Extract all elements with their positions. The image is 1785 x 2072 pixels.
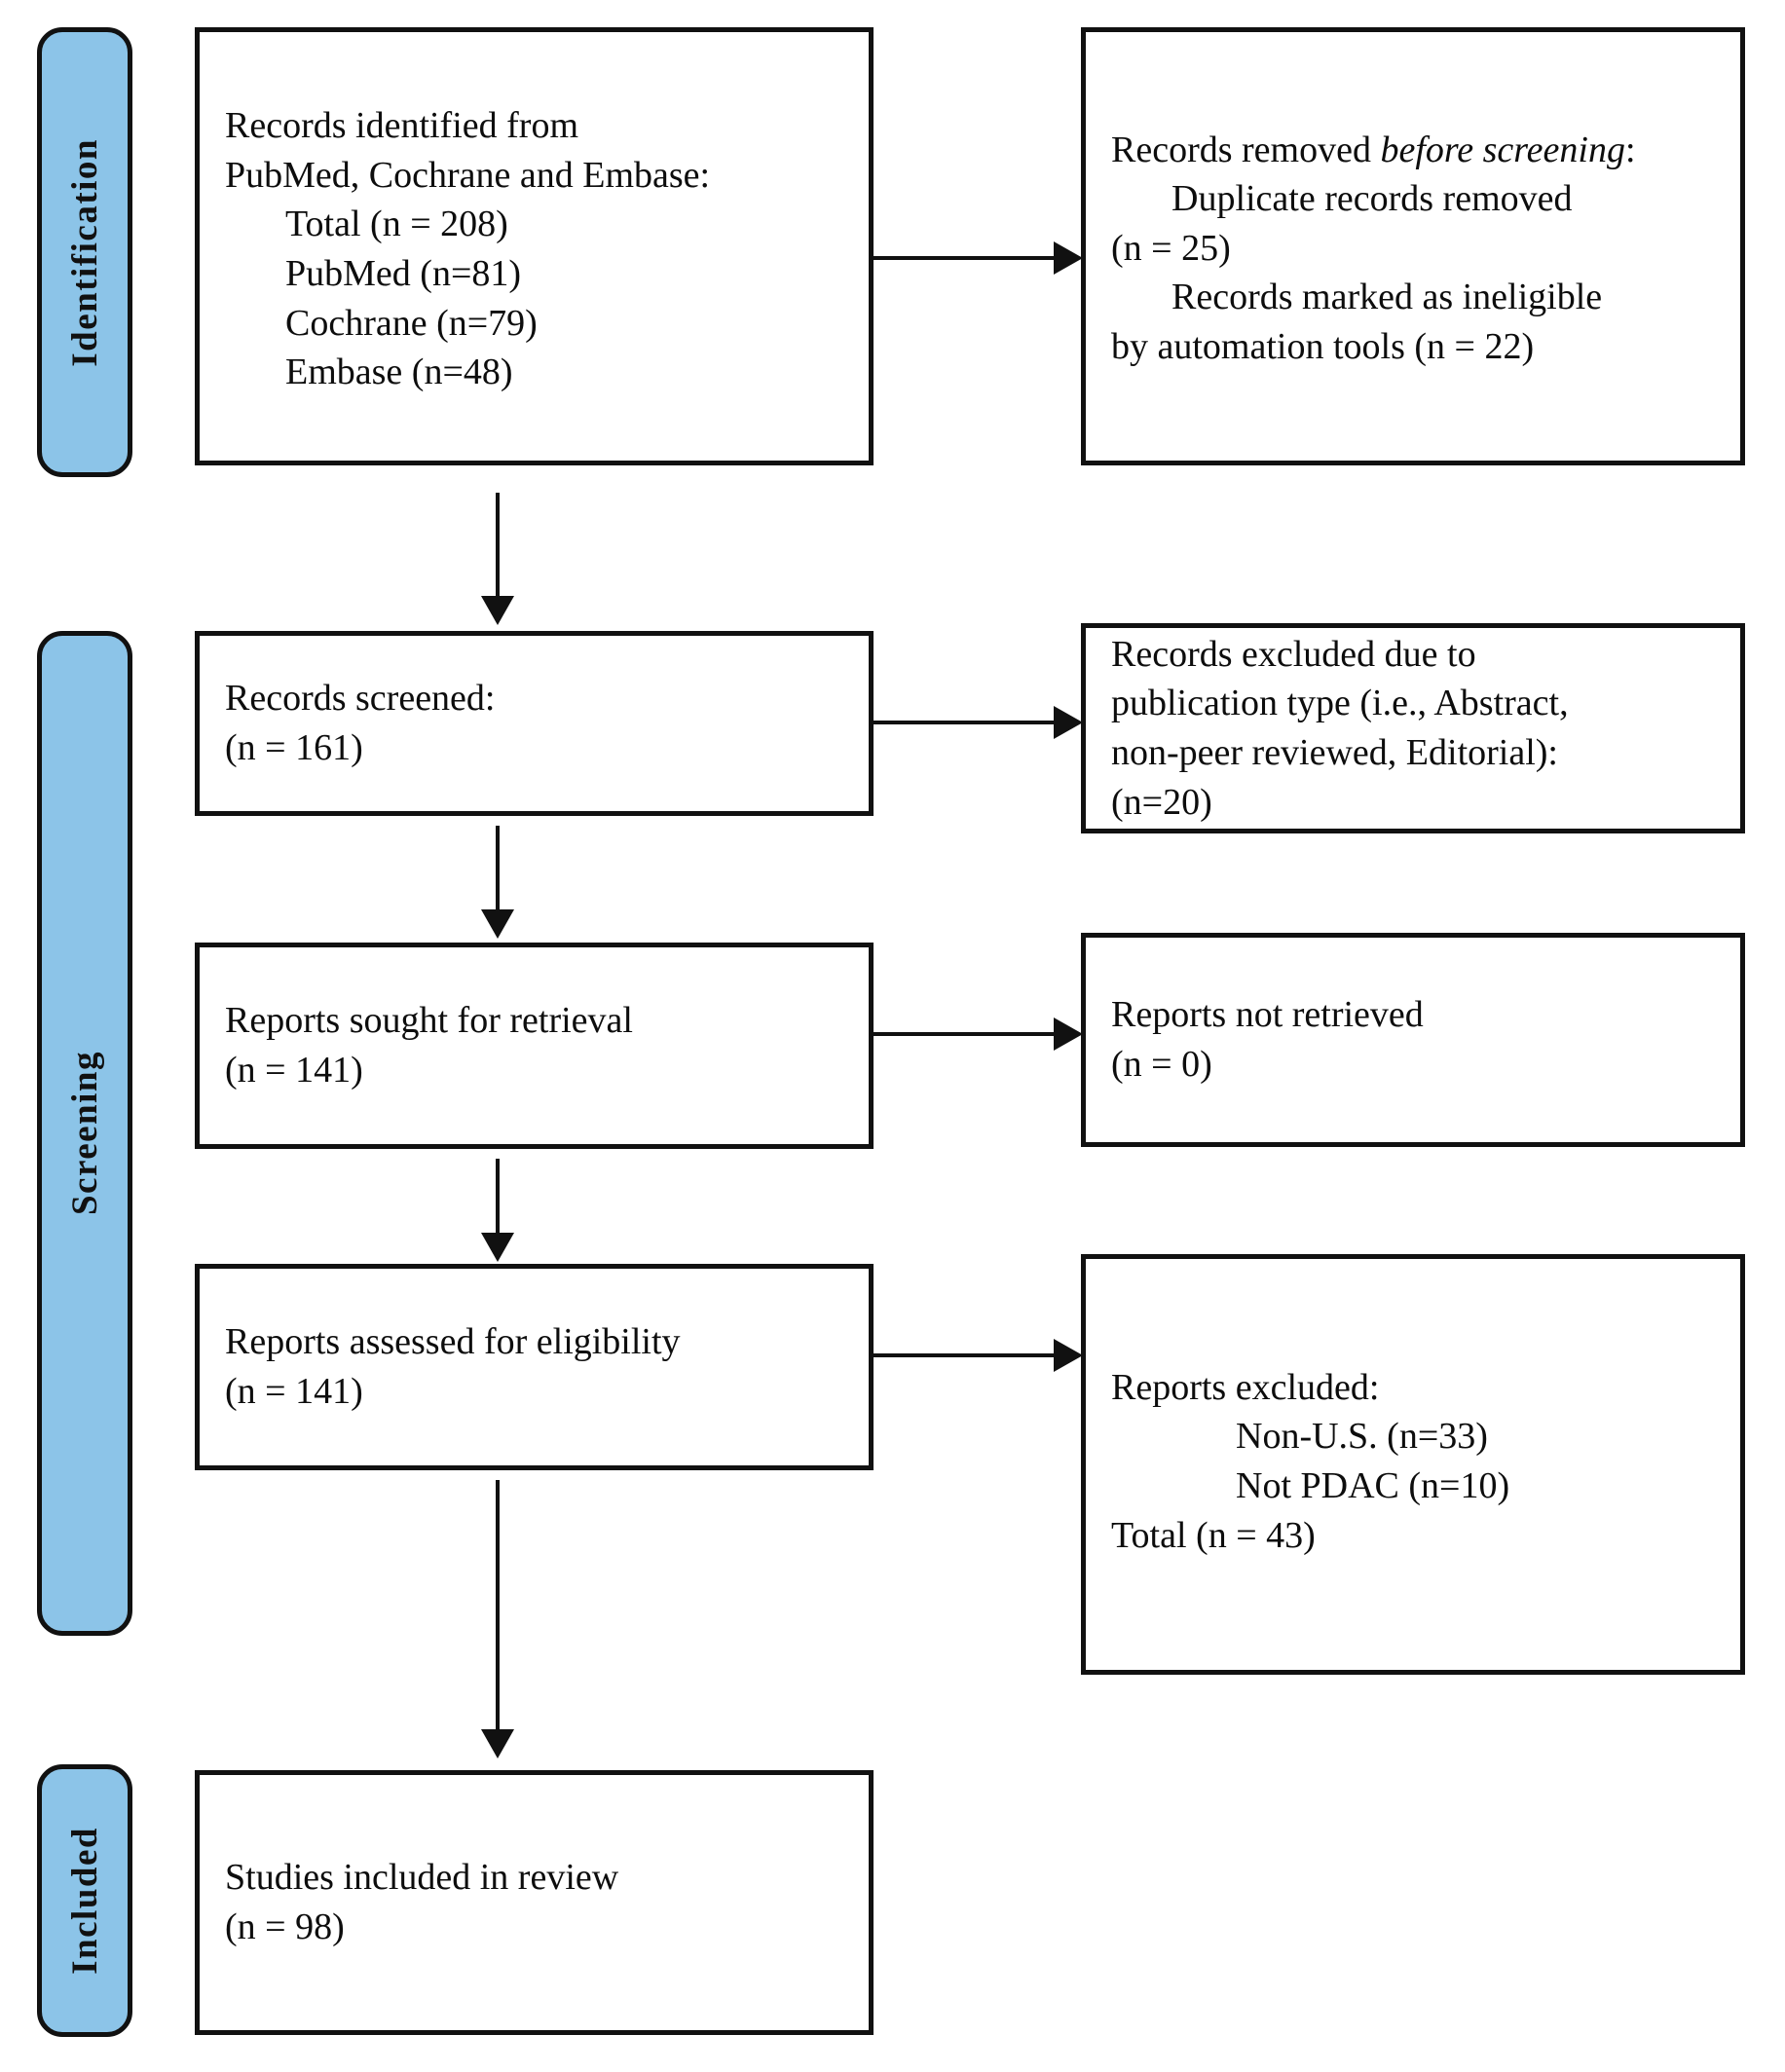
records-removed-heading-suffix: : (1624, 129, 1636, 170)
records-identified-cochrane: Cochrane (n=79) (285, 302, 538, 344)
arrow-down-icon-screened-to-sought (481, 909, 514, 939)
reports-not-retrieved-label: Reports not retrieved (1111, 994, 1424, 1036)
records-excluded-pub-line-1: Records excluded due to (1111, 633, 1476, 675)
box-records-screened: Records screened: (n = 161) (195, 631, 874, 816)
connector-identified-to-screened (496, 493, 500, 600)
stage-pill-identification: Identification (37, 27, 132, 477)
records-identified-total: Total (n = 208) (285, 204, 508, 245)
records-screened-count: (n = 161) (225, 727, 363, 768)
stage-label-identification: Identification (64, 137, 105, 367)
box-reports-assessed-for-eligibility: Reports assessed for eligibility (n = 14… (195, 1264, 874, 1470)
arrow-down-icon-identified-to-screened (481, 596, 514, 625)
records-excluded-pub-line-2: publication type (i.e., Abstract, (1111, 683, 1569, 724)
arrow-down-icon-assessed-to-included (481, 1729, 514, 1758)
stage-label-included: Included (64, 1827, 105, 1975)
connector-assessed-to-included (496, 1480, 500, 1733)
arrow-right-icon-screened-to-excluded-pub (1054, 706, 1083, 739)
arrow-down-icon-sought-to-assessed (481, 1233, 514, 1262)
box-studies-included-in-review: Studies included in review (n = 98) (195, 1770, 874, 2035)
connector-screened-to-excluded-pub (874, 721, 1059, 724)
stage-label-screening: Screening (64, 1051, 105, 1216)
records-removed-heading-prefix: Records removed (1111, 129, 1381, 170)
box-reports-excluded: Reports excluded: Non-U.S. (n=33) Not PD… (1081, 1254, 1745, 1675)
records-excluded-pub-count: (n=20) (1111, 781, 1212, 823)
arrow-right-icon-assessed-to-excluded (1054, 1339, 1083, 1372)
stage-pill-screening: Screening (37, 631, 132, 1636)
box-records-excluded-publication-type: Records excluded due to publication type… (1081, 623, 1745, 833)
arrow-right-icon-sought-to-not-retrieved (1054, 1018, 1083, 1051)
records-identified-pubmed: PubMed (n=81) (285, 253, 522, 294)
box-reports-sought-for-retrieval: Reports sought for retrieval (n = 141) (195, 943, 874, 1149)
reports-excluded-heading: Reports excluded: (1111, 1366, 1380, 1408)
box-reports-not-retrieved: Reports not retrieved (n = 0) (1081, 933, 1745, 1147)
records-identified-embase: Embase (n=48) (285, 352, 513, 393)
studies-included-label: Studies included in review (225, 1857, 619, 1899)
records-removed-heading-italic: before screening (1380, 129, 1625, 170)
reports-assessed-count: (n = 141) (225, 1371, 363, 1412)
reports-sought-label: Reports sought for retrieval (225, 1000, 633, 1042)
reports-assessed-label: Reports assessed for eligibility (225, 1321, 681, 1363)
box-records-removed-before-screening: Records removed before screening: Duplic… (1081, 27, 1745, 465)
duplicate-records-removed: Duplicate records removed (1171, 178, 1573, 220)
reports-not-retrieved-count: (n = 0) (1111, 1044, 1212, 1085)
connector-assessed-to-excluded (874, 1353, 1059, 1357)
records-identified-line-1: Records identified from (225, 105, 579, 147)
reports-excluded-not-pdac: Not PDAC (n=10) (1236, 1465, 1510, 1506)
arrow-right-icon-identified-to-removed (1054, 241, 1083, 275)
connector-screened-to-sought (496, 826, 500, 913)
records-screened-label: Records screened: (225, 678, 496, 720)
records-removed-heading: Records removed before screening: (1111, 126, 1715, 175)
records-automation-tools-count: by automation tools (n = 22) (1111, 325, 1535, 367)
records-marked-ineligible: Records marked as ineligible (1171, 277, 1603, 318)
box-records-identified: Records identified from PubMed, Cochrane… (195, 27, 874, 465)
records-identified-line-2: PubMed, Cochrane and Embase: (225, 154, 711, 196)
reports-excluded-non-us: Non-U.S. (n=33) (1236, 1416, 1488, 1458)
connector-sought-to-assessed (496, 1159, 500, 1237)
duplicate-records-count: (n = 25) (1111, 227, 1231, 269)
records-excluded-pub-line-3: non-peer reviewed, Editorial): (1111, 732, 1558, 773)
reports-excluded-total: Total (n = 43) (1111, 1514, 1316, 1556)
stage-pill-included: Included (37, 1764, 132, 2037)
connector-identified-to-removed (874, 256, 1059, 260)
studies-included-count: (n = 98) (225, 1906, 345, 1947)
connector-sought-to-not-retrieved (874, 1032, 1059, 1036)
reports-sought-count: (n = 141) (225, 1050, 363, 1091)
